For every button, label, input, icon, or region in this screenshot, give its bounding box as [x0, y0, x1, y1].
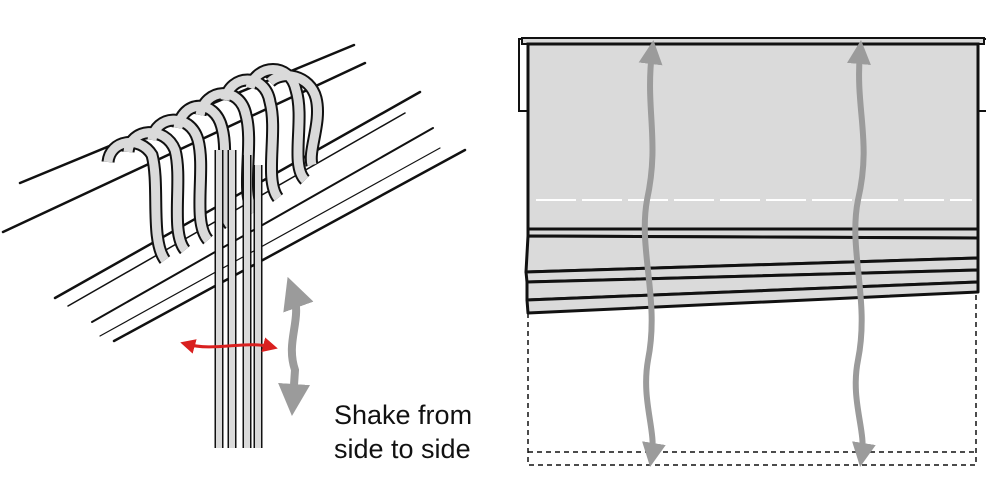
instruction-caption: Shake from side to side [334, 398, 472, 466]
right-travel-arrow-icon [847, 40, 876, 467]
up-down-arrow-icon [278, 276, 314, 416]
side-to-side-arrow-icon [180, 337, 278, 354]
caption-line-1: Shake from [334, 400, 473, 430]
blind-lowered-outline [527, 292, 977, 466]
tangled-cord-loops [101, 63, 324, 264]
blind-fabric-upper [526, 42, 980, 231]
blind-folds [524, 227, 980, 315]
caption-line-2: side to side [334, 434, 471, 464]
blind-travel-arrows [638, 40, 876, 467]
left-travel-arrow-icon [638, 40, 666, 467]
hanging-cords [214, 150, 263, 448]
